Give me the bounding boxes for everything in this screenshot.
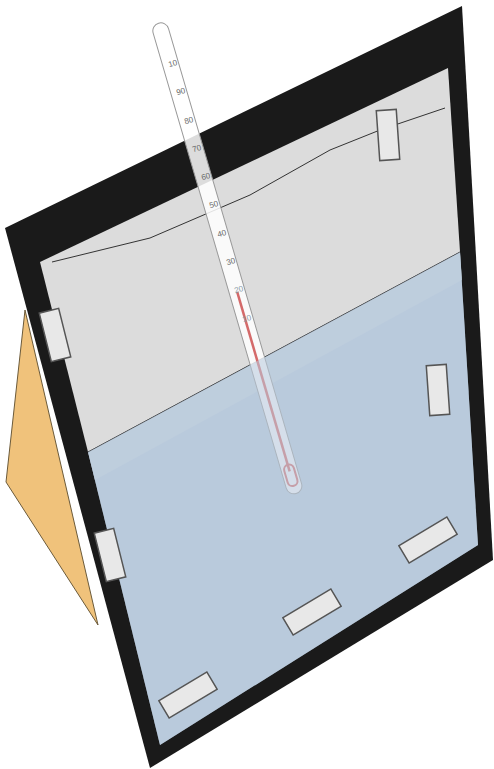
water bbox=[88, 252, 478, 745]
clip bbox=[39, 308, 71, 361]
clip bbox=[426, 364, 449, 415]
clip bbox=[376, 109, 399, 160]
clip bbox=[399, 517, 457, 563]
clip bbox=[94, 528, 126, 581]
bag-edge bbox=[52, 108, 445, 262]
frame bbox=[5, 6, 493, 768]
clip bbox=[283, 589, 341, 635]
water-overlay bbox=[88, 252, 478, 745]
clips bbox=[39, 109, 457, 718]
clip bbox=[159, 672, 217, 718]
